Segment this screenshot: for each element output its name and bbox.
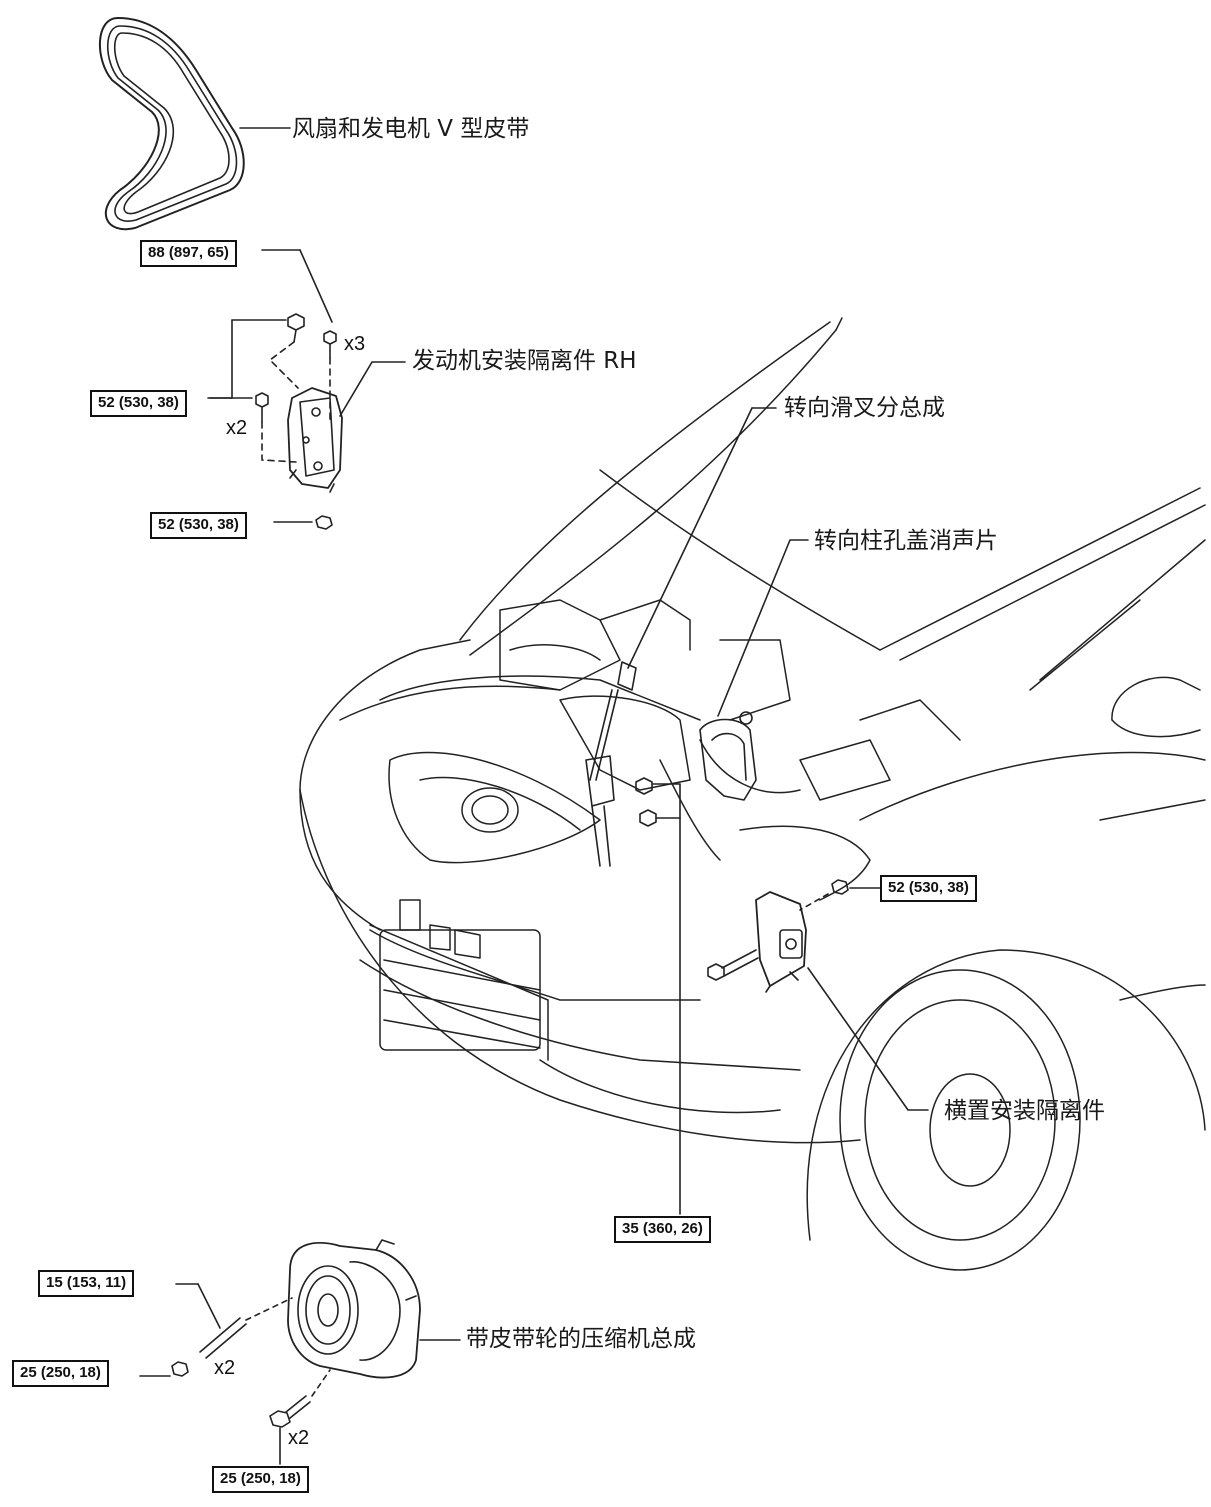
quantity-x2-stud: x2 <box>214 1357 236 1379</box>
torque-spec-88: 88 (897, 65) <box>140 240 237 267</box>
label-steering-sliding-yoke: 转向滑叉分总成 <box>784 395 945 421</box>
quantity-x2-engine-mount: x2 <box>226 417 248 439</box>
quantity-x2-bolt: x2 <box>288 1427 310 1449</box>
v-belt-drawing <box>99 17 291 231</box>
compressor-drawing <box>139 1239 461 1465</box>
label-engine-mount-rh: 发动机安装隔离件 RH <box>412 348 637 374</box>
transverse-mount-drawing <box>707 879 929 1111</box>
torque-spec-52-c: 52 (530, 38) <box>880 875 977 902</box>
steering-yoke-drawing <box>585 407 777 1215</box>
engine-mount-rh-drawing <box>207 249 406 530</box>
torque-spec-52-b: 52 (530, 38) <box>150 512 247 539</box>
torque-spec-52-a: 52 (530, 38) <box>90 390 187 417</box>
label-transverse-mount-insulator: 横置安装隔离件 <box>944 1098 1105 1124</box>
torque-spec-15: 15 (153, 11) <box>38 1270 135 1297</box>
quantity-x3: x3 <box>344 333 366 355</box>
label-compressor-with-pulley: 带皮带轮的压缩机总成 <box>466 1326 696 1352</box>
torque-spec-25-a: 25 (250, 18) <box>12 1360 109 1387</box>
label-steering-column-hole-cover: 转向柱孔盖消声片 <box>814 528 998 554</box>
torque-spec-35: 35 (360, 26) <box>614 1216 711 1243</box>
vehicle-front-drawing <box>299 317 1206 1271</box>
torque-spec-25-b: 25 (250, 18) <box>212 1466 309 1493</box>
label-fan-alternator-v-belt: 风扇和发电机 V 型皮带 <box>292 116 530 142</box>
column-hole-cover-drawing <box>699 539 809 801</box>
